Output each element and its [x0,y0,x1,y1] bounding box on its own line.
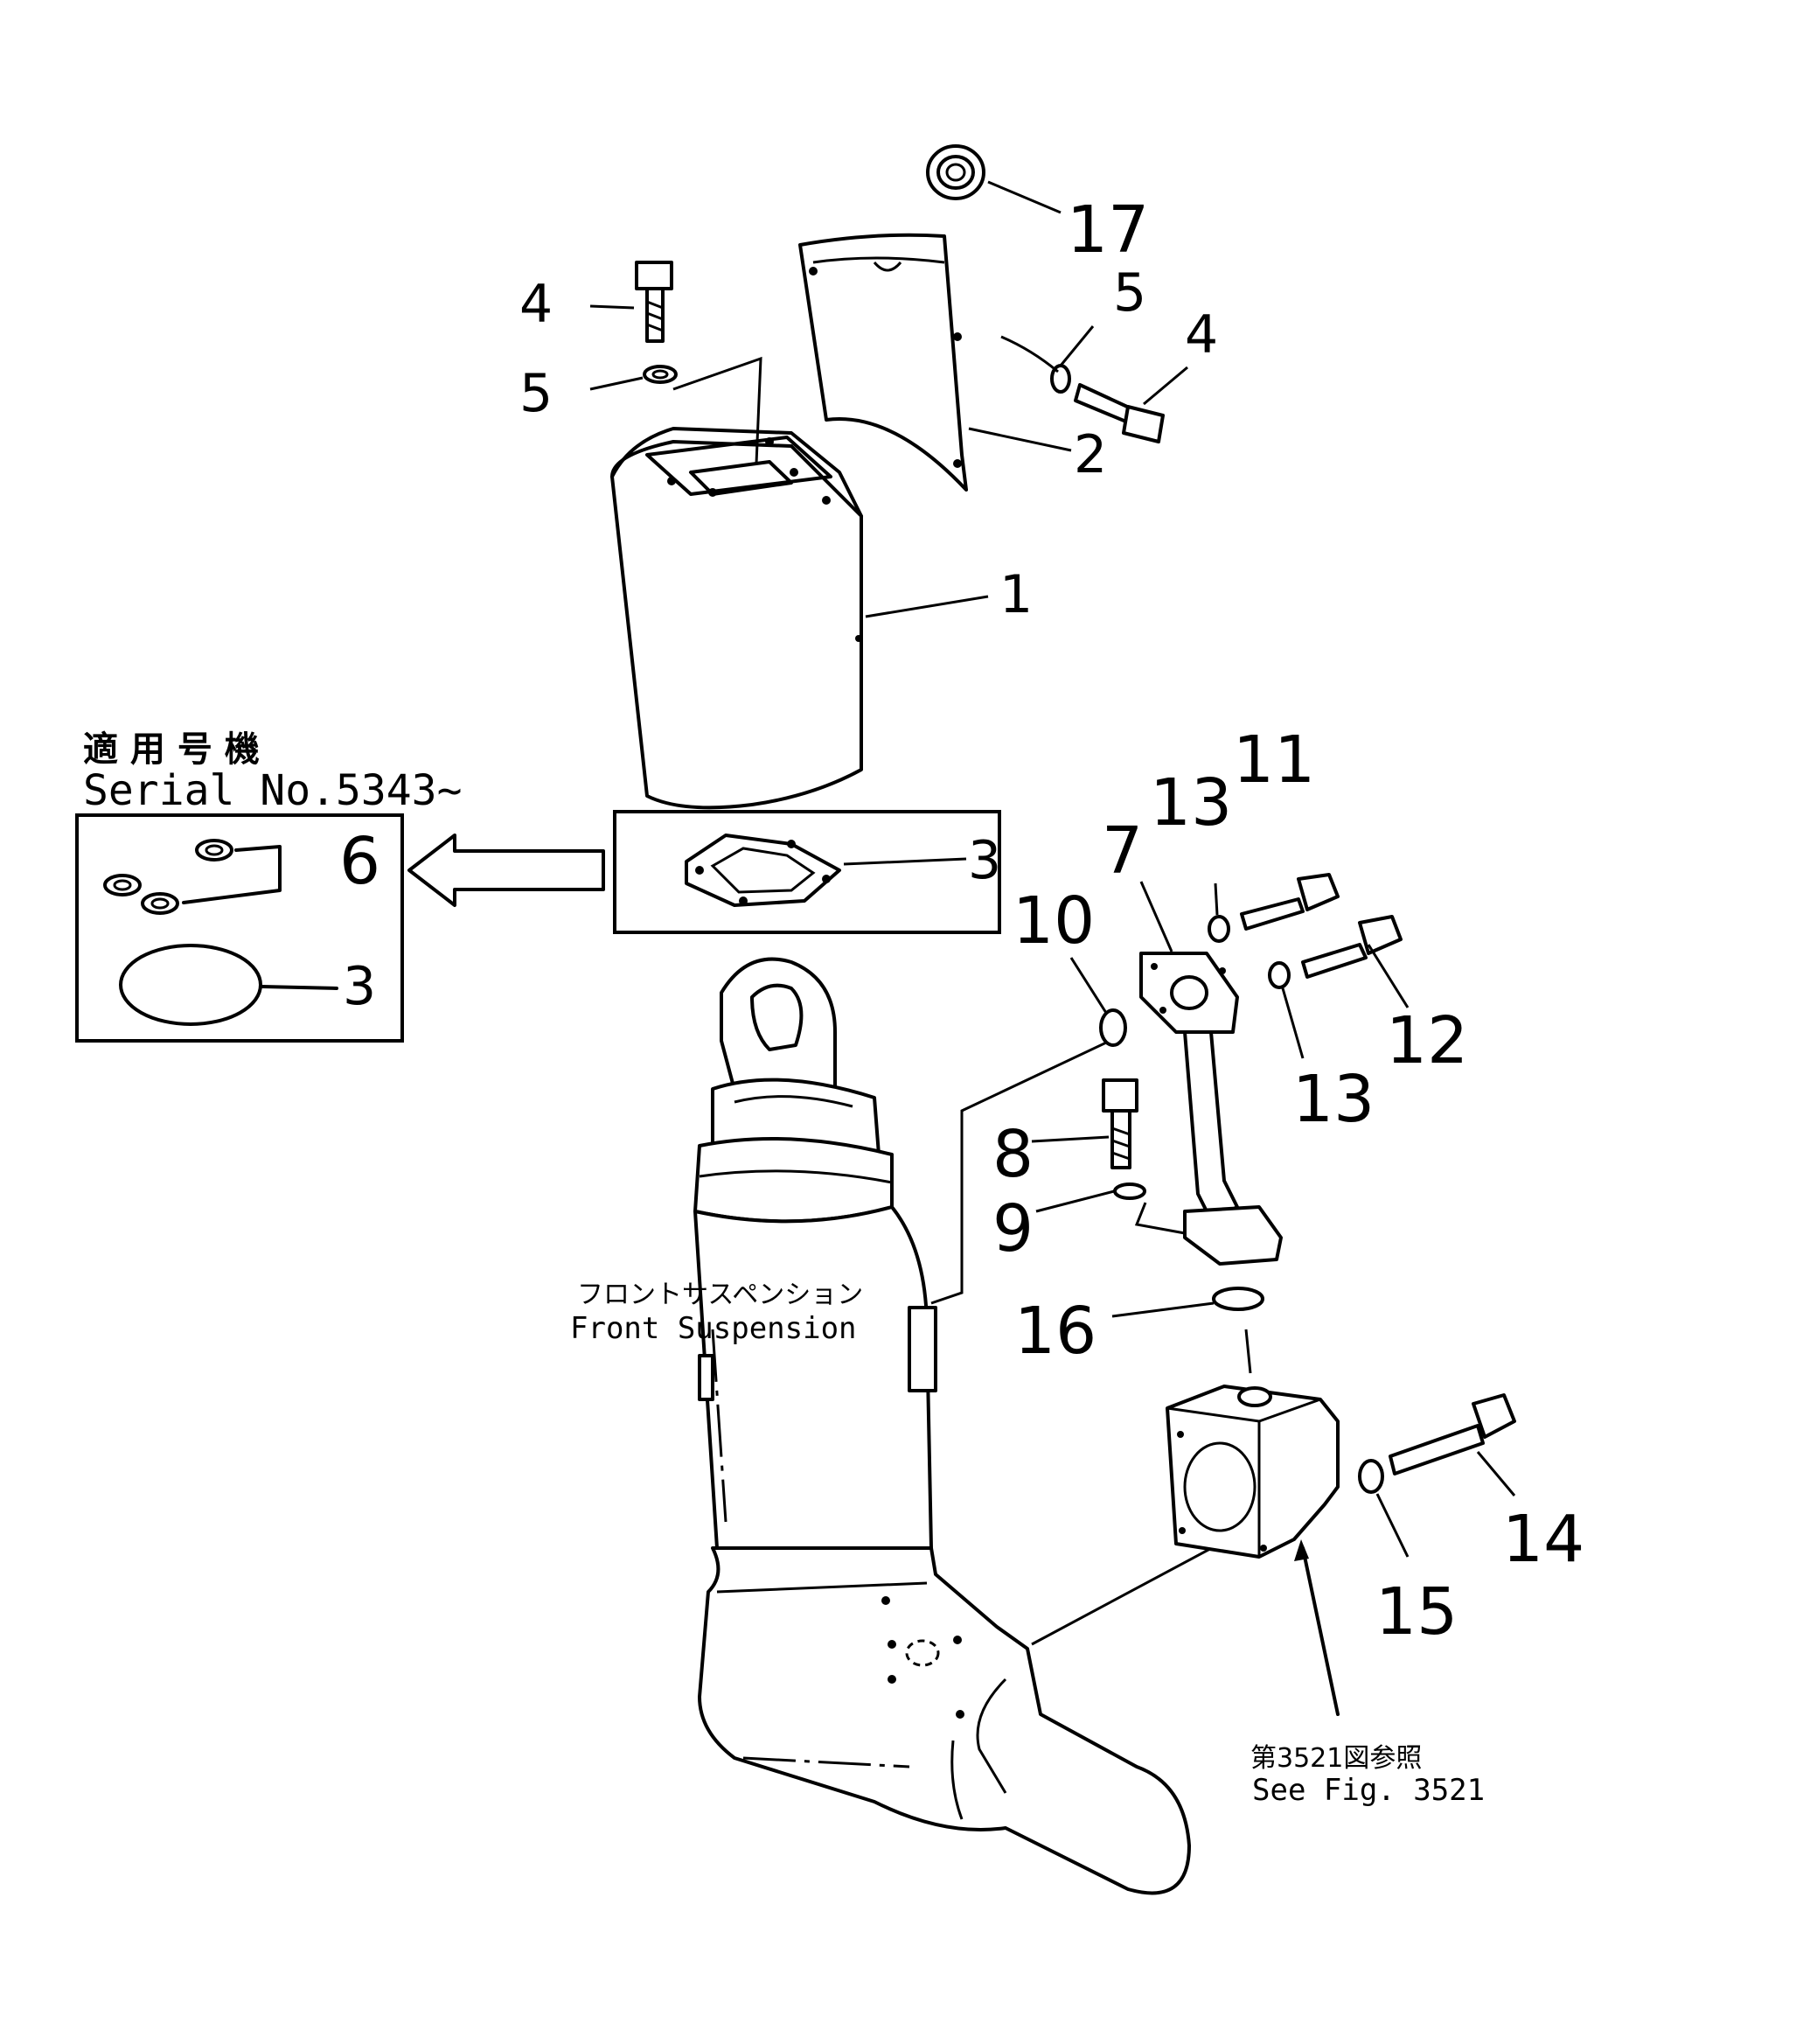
see-figure-japanese: 第3521図参照 [1250,1743,1422,1774]
serial-note-japanese: 適 用 号 機 [83,729,260,770]
callout-4-left: 4 [519,274,553,335]
callout-3-gasket: 3 [968,830,1001,891]
bolt-right [1000,335,1165,443]
valve-block [1166,1385,1340,1716]
flange-pipe [1139,952,1283,1266]
o-ring-16 [1212,1287,1264,1311]
callout-14: 14 [1502,1502,1584,1577]
front-suspension-body [693,957,1221,1895]
callout-13-top: 13 [1150,765,1232,841]
callout-10: 10 [1013,883,1095,959]
serial-note-english: Serial No.5343~ [83,766,462,815]
callout-2: 2 [1074,424,1107,485]
callout-13-bottom: 13 [1292,1062,1375,1137]
cover-cylinder [610,427,863,810]
callout-7: 7 [1102,813,1143,889]
callout-5-left: 5 [519,363,553,424]
callout-1: 1 [999,564,1033,625]
callout-5-right: 5 [1113,262,1146,324]
bolt-8 [1102,1078,1186,1235]
cover-shield [798,233,968,492]
callout-9: 9 [992,1191,1034,1266]
callout-6: 6 [339,824,380,899]
see-figure-english: See Fig. 3521 [1252,1773,1485,1808]
callout-16: 16 [1014,1294,1096,1369]
callout-11: 11 [1233,722,1315,798]
gasket-box [613,810,1001,934]
leader-lines [589,180,1516,1558]
callout-12: 12 [1386,1003,1468,1078]
o-ring-10 [1099,1008,1127,1047]
grommet [926,144,985,200]
callout-17: 17 [1067,192,1149,268]
callout-8: 8 [992,1117,1034,1192]
callout-3-ring: 3 [343,956,376,1017]
front-suspension-english: Front Suspension [570,1311,857,1346]
arrow-left-icon [407,834,605,907]
bolt-left [635,261,762,464]
bolt-11 [1208,873,1340,943]
callout-4-right: 4 [1185,304,1218,366]
bolt-12 [1268,915,1403,989]
front-suspension-japanese: フロントサスペンション [577,1280,863,1310]
serial-kit-box [75,813,404,1043]
bolt-14 [1358,1393,1516,1494]
callout-15: 15 [1375,1574,1458,1650]
